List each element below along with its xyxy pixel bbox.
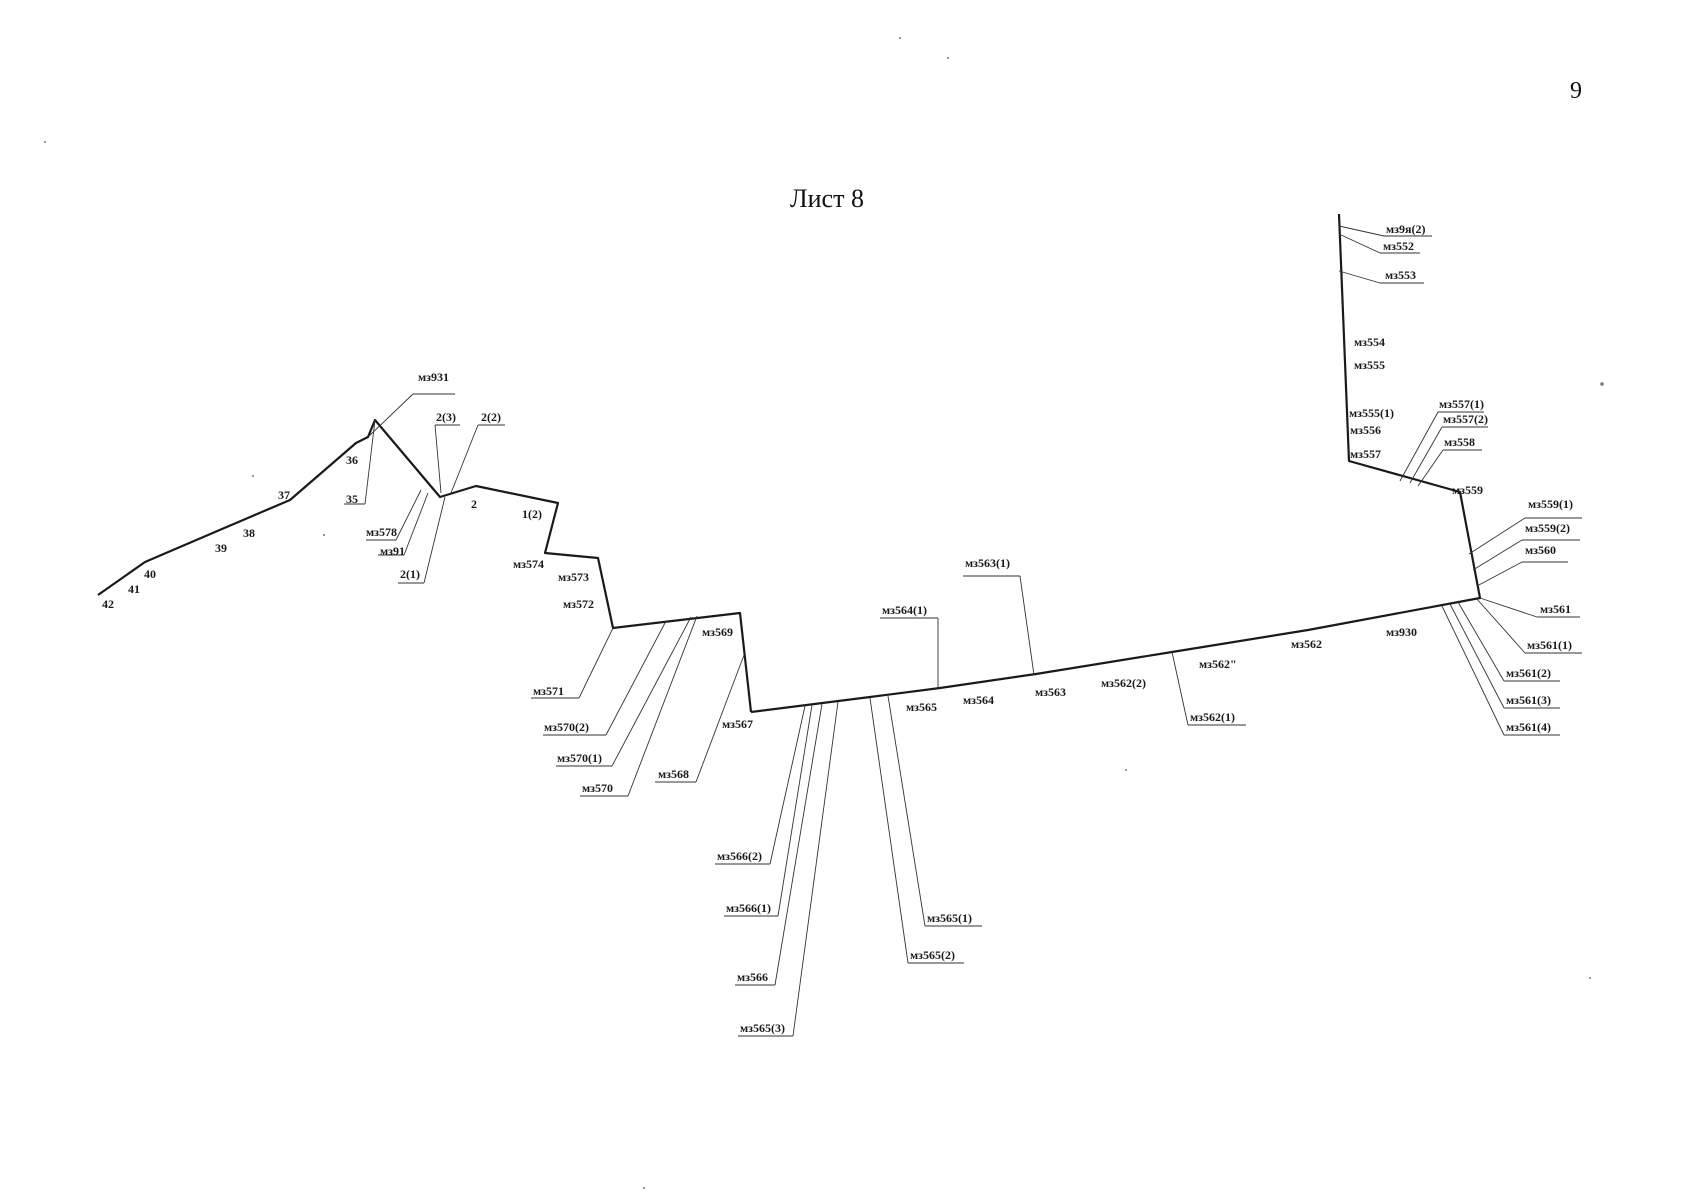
label-2-1: 2(1) [400,567,420,581]
label-mz559-2: мз559(2) [1525,521,1570,535]
label-mz561-3: мз561(3) [1506,693,1551,707]
label-mz931: мз931 [418,370,449,384]
label-mz573: мз573 [558,570,589,584]
label-mz563: мз563 [1035,685,1066,699]
label-mz565-1: мз565(1) [927,911,972,925]
label-mz561-1: мз561(1) [1527,638,1572,652]
speck [899,37,901,39]
label-mz554: мз554 [1354,335,1385,349]
label-38: 38 [243,526,255,540]
speck [1125,769,1127,771]
label-mz562: мз562 [1291,637,1322,651]
label-mz562q: мз562" [1199,657,1237,671]
label-mz557-1: мз557(1) [1439,397,1484,411]
speck [44,141,46,143]
label-mz91: мз91 [380,544,405,558]
label-mz574: мз574 [513,557,544,571]
label-mz561: мз561 [1540,602,1571,616]
label-mz566-1: мз566(1) [726,901,771,915]
label-mz568: мз568 [658,767,689,781]
label-mz930: мз930 [1386,625,1417,639]
label-mz553: мз553 [1385,268,1416,282]
label-mz552: мз552 [1383,239,1414,253]
label-mz561-2: мз561(2) [1506,666,1551,680]
label-mz558: мз558 [1444,435,1475,449]
speck [1600,382,1604,386]
left-cluster-leaders [344,393,745,797]
label-mz557: мз557 [1350,447,1381,461]
label-mz570-1: мз570(1) [557,751,602,765]
label-mz559-1: мз559(1) [1528,497,1573,511]
label-mz562-1: мз562(1) [1190,710,1235,724]
speck [643,1187,645,1189]
label-37: 37 [278,488,290,502]
trunk-line-left [97,418,753,713]
page-number: 9 [1570,78,1582,104]
label-1-2: 1(2) [522,507,542,521]
label-mz555-1: мз555(1) [1349,406,1394,420]
label-mz564-1: мз564(1) [882,603,927,617]
speck [1589,977,1591,979]
label-40: 40 [144,567,156,581]
label-42: 42 [102,597,114,611]
label-mz9ya-2: мз9я(2) [1386,222,1425,236]
label-mz559: мз559 [1452,483,1483,497]
label-mz563-1: мз563(1) [965,556,1010,570]
label-35: 35 [346,492,358,506]
label-mz578: мз578 [366,525,397,539]
speck [947,57,949,59]
label-mz564: мз564 [963,693,994,707]
label-36: 36 [346,453,358,467]
label-41: 41 [128,582,140,596]
bottom-fan-leaders [715,575,1246,1037]
label-mz562-2: мз562(2) [1101,676,1146,690]
speck [252,475,254,477]
label-mz566: мз566 [737,970,768,984]
label-mz555: мз555 [1354,358,1385,372]
label-mz565-3: мз565(3) [740,1021,785,1035]
label-mz567: мз567 [722,717,753,731]
label-mz571: мз571 [533,684,564,698]
label-39: 39 [215,541,227,555]
label-mz565-2: мз565(2) [910,948,955,962]
label-mz569: мз569 [702,625,733,639]
label-mz556: мз556 [1350,423,1381,437]
label-mz565: мз565 [906,700,937,714]
label-mz566-2: мз566(2) [717,849,762,863]
label-mz572: мз572 [563,597,594,611]
label-2-3: 2(3) [436,410,456,424]
speck [323,534,325,536]
label-mz561-4: мз561(4) [1506,720,1551,734]
sheet-title: Лист 8 [790,184,864,213]
label-mz570: мз570 [582,781,613,795]
label-mz570-2: мз570(2) [544,720,589,734]
label-2-2: 2(2) [481,410,501,424]
label-mz560: мз560 [1525,543,1556,557]
right-cluster-leaders [1338,225,1582,736]
trunk-line-right [750,213,1482,714]
label-mz557-2: мз557(2) [1443,412,1488,426]
label-2: 2 [471,497,477,511]
